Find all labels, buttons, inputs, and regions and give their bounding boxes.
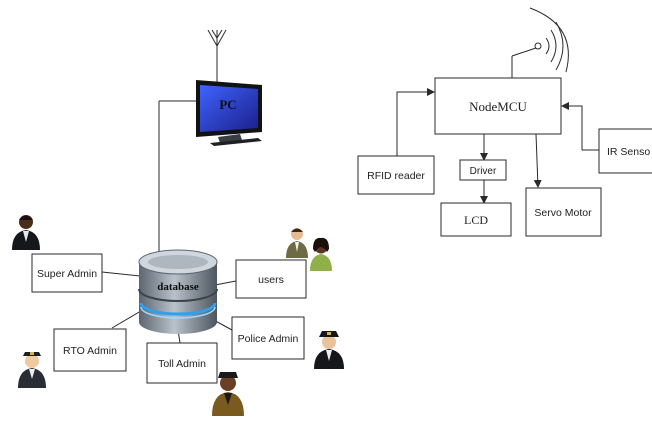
- person-icon: [310, 237, 332, 271]
- toll-admin-node: Toll Admin: [146, 342, 218, 384]
- person-icon: [12, 215, 40, 250]
- antenna-icon: [207, 29, 227, 82]
- super-admin-node: Super Admin: [31, 253, 103, 293]
- rfid-reader-label: RFID reader: [367, 170, 425, 182]
- nodemcu-label: NodeMCU: [469, 99, 527, 114]
- servo-motor-label: Servo Motor: [534, 207, 592, 219]
- database-label: database: [157, 281, 199, 293]
- pc-database-connector: [158, 100, 196, 255]
- nodemcu-node: NodeMCU: [434, 77, 562, 135]
- servo-motor-node: Servo Motor: [525, 187, 602, 237]
- driver-label: Driver: [470, 166, 497, 177]
- pc-label: PC: [219, 97, 236, 112]
- person-icon: [286, 228, 308, 258]
- rto-admin-node: RTO Admin: [53, 328, 127, 372]
- police-admin-node: Police Admin: [231, 316, 305, 360]
- lcd-label: LCD: [464, 213, 488, 227]
- driver-node: Driver: [459, 159, 507, 181]
- rfid-reader-node: RFID reader: [357, 155, 435, 195]
- police-admin-label: Police Admin: [238, 333, 299, 345]
- ir-sensor-label: IR Senso: [607, 146, 650, 158]
- lcd-node: LCD: [440, 202, 512, 237]
- super-admin-label: Super Admin: [37, 268, 97, 280]
- rto-admin-label: RTO Admin: [63, 345, 117, 357]
- person-icon: [212, 372, 244, 416]
- users-label: users: [258, 274, 284, 286]
- database-icon: [138, 249, 218, 334]
- toll-admin-label: Toll Admin: [158, 358, 206, 370]
- wifi-signal-icon: [511, 7, 569, 78]
- monitor-icon: [196, 80, 262, 146]
- person-icon: [314, 331, 344, 369]
- person-icon: [18, 352, 46, 388]
- right-connectors: [396, 88, 599, 204]
- ir-sensor-node: IR Senso: [598, 128, 652, 174]
- users-node: users: [235, 259, 307, 299]
